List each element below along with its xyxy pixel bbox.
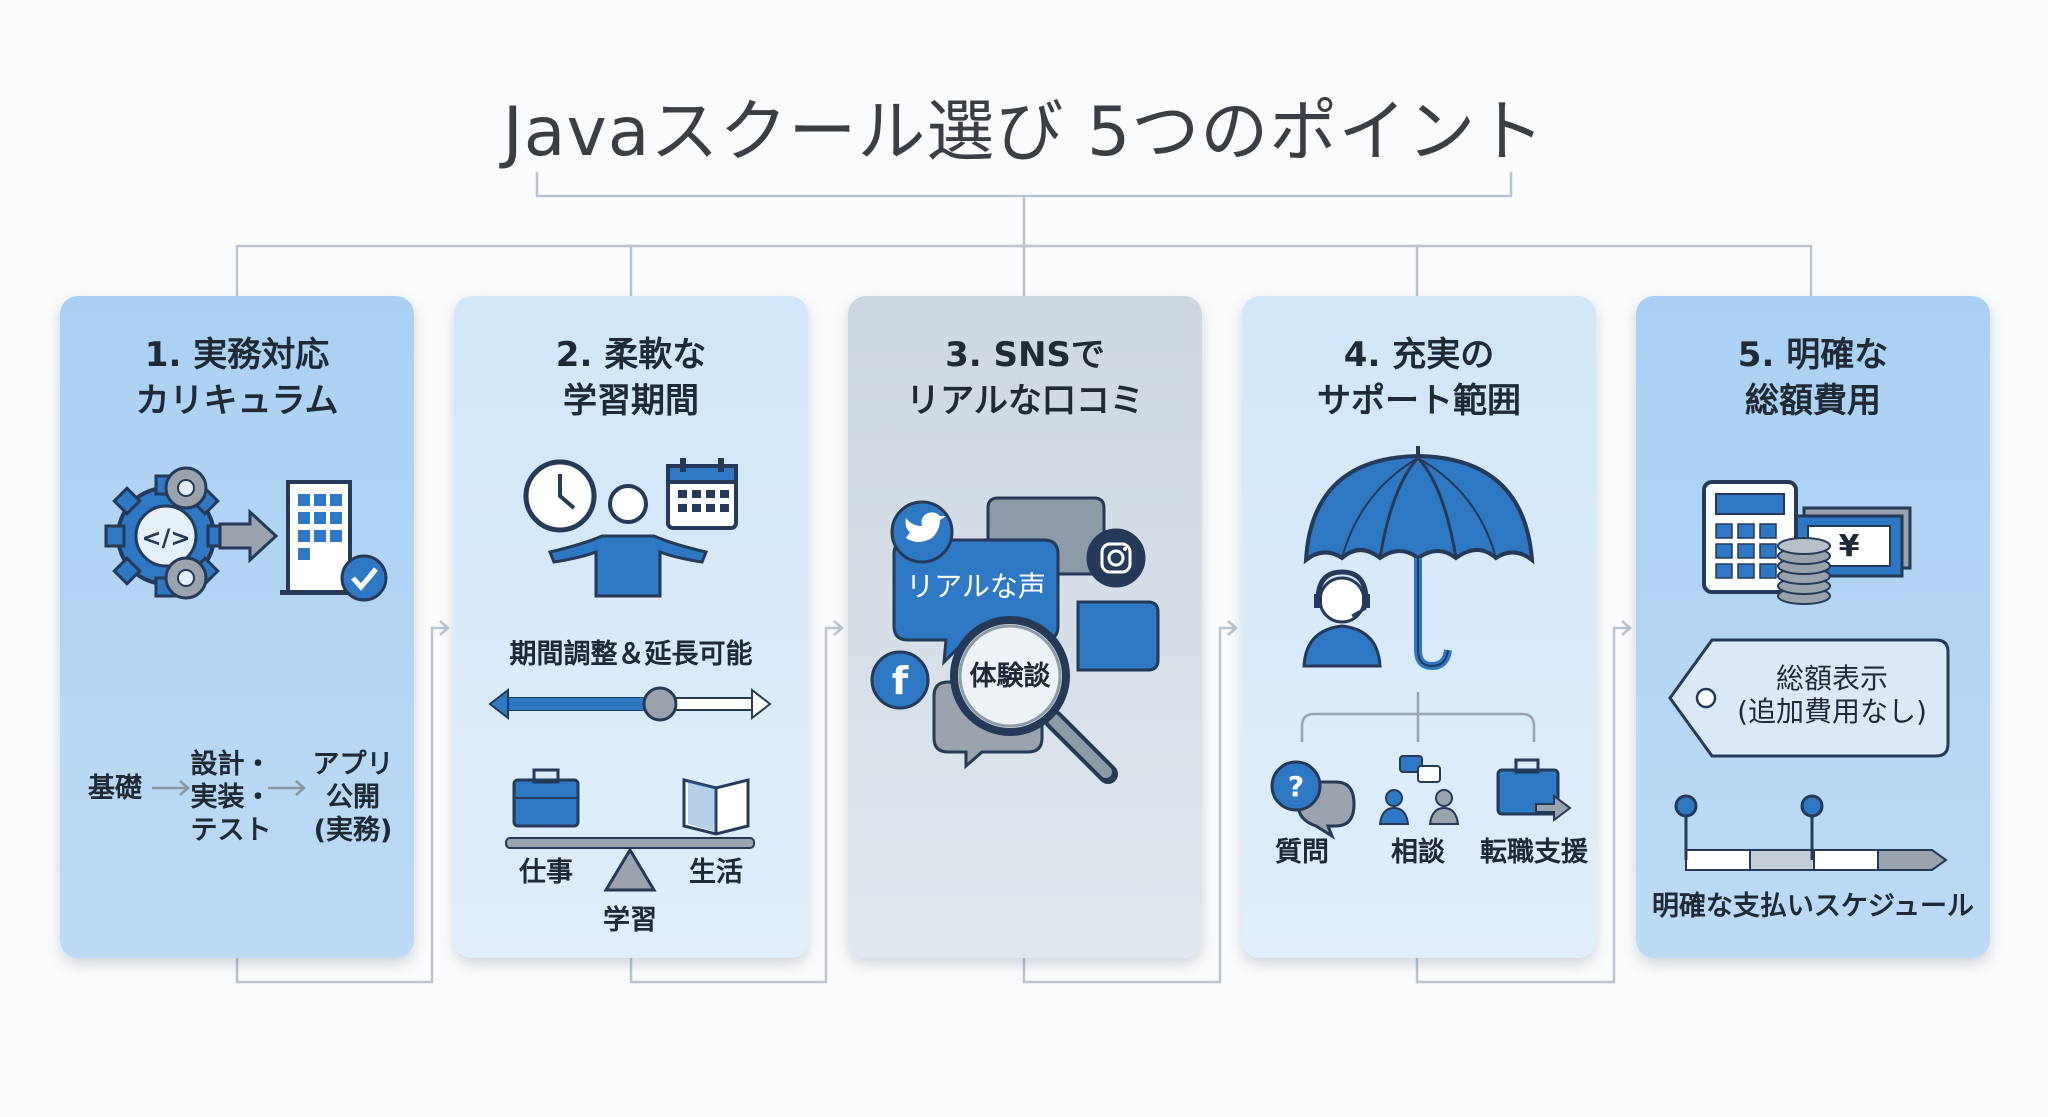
sns-illustration: f [870, 496, 1160, 784]
support-agent-icon [1302, 569, 1382, 668]
page-title: Javaスクール選び 5つのポイント [502, 93, 1546, 172]
building-icon [280, 480, 358, 595]
price-tag-text: 総額表示 (追加費用なし) [1716, 662, 1948, 728]
slider-icon [488, 686, 772, 722]
calculator-icon [1702, 480, 1798, 594]
arrow-right-icon [218, 508, 279, 564]
step-design: 設計・ 実装・ テスト [188, 748, 274, 847]
step-release-label-3: (実務) [313, 815, 393, 846]
step-basics: 基礎 [80, 772, 150, 805]
card-support: 4. 充実の サポート範囲 ? [1242, 296, 1596, 958]
balance-right-label: 生活 [689, 857, 743, 888]
schedule-timeline-icon [1674, 794, 1948, 871]
card-title-line1: 4. 充実の [1343, 335, 1495, 375]
card-title-line1: 3. SNSで [945, 335, 1105, 375]
card-title: 4. 充実の サポート範囲 [1242, 332, 1596, 424]
card-study-period: 2. 柔軟な 学習期間 [454, 296, 808, 958]
step-design-label-3: テスト [190, 815, 272, 846]
study-period-illustration [488, 458, 772, 892]
briefcase-icon [512, 768, 580, 828]
question-bubble-icon: ? [1270, 760, 1356, 840]
price-tag-line2: (追加費用なし) [1737, 695, 1927, 728]
card-title-line2: サポート範囲 [1317, 381, 1521, 421]
card-title: 2. 柔軟な 学習期間 [454, 332, 808, 424]
support-illustration: ? [1270, 446, 1572, 840]
seesaw-icon [505, 837, 755, 892]
twitter-icon [890, 500, 954, 564]
lens-text: 体験談 [969, 661, 1051, 692]
svg-text:</>: </> [142, 524, 191, 552]
card-title-line1: 1. 実務対応 [144, 335, 330, 375]
card-title: 5. 明確な 総額費用 [1636, 332, 1990, 424]
person-icon [547, 484, 709, 598]
card-title-line1: 5. 明確な [1737, 335, 1889, 375]
support-label-consult: 相談 [1391, 837, 1445, 868]
step-release-label-1: アプリ [312, 749, 394, 780]
bubble-text: リアルな声 [906, 570, 1046, 603]
gear-code-icon: </> [104, 466, 228, 600]
svg-text:f: f [892, 659, 909, 703]
step-design-label-2: 実装・ [190, 782, 272, 813]
card-curriculum: 1. 実務対応 カリキュラム </> [60, 296, 414, 958]
support-label-question: 質問 [1275, 837, 1329, 868]
schedule-label: 明確な支払いスケジュール [1651, 891, 1975, 922]
book-icon [682, 778, 750, 836]
card-title-line2: 学習期間 [563, 381, 699, 421]
check-badge-icon [340, 554, 388, 602]
clock-icon [523, 459, 597, 533]
career-briefcase-icon [1496, 758, 1572, 822]
support-label-career: 転職支援 [1480, 837, 1588, 868]
cost-illustration [1668, 480, 1950, 871]
instagram-icon [1086, 528, 1146, 588]
step-release: アプリ 公開 (実務) [308, 748, 398, 847]
umbrella-icon [1303, 446, 1535, 671]
card-total-cost: 5. 明確な 総額費用 [1636, 296, 1990, 958]
card-title-line1: 2. 柔軟な [555, 335, 707, 375]
consult-group-icon [1378, 755, 1460, 825]
calendar-icon [666, 458, 738, 530]
step-design-label-1: 設計・ [190, 749, 272, 780]
card-title-line2: 総額費用 [1745, 381, 1881, 421]
facebook-icon: f [870, 650, 930, 710]
coins-icon [1777, 537, 1831, 605]
banknote-symbol: ¥ [1838, 529, 1860, 564]
price-tag-line1: 総額表示 [1775, 662, 1888, 695]
step-basics-label: 基礎 [88, 773, 142, 804]
step-release-label-2: 公開 [326, 782, 380, 813]
card-title: 1. 実務対応 カリキュラム [60, 332, 414, 424]
card-title-line2: カリキュラム [135, 381, 339, 421]
slider-label: 期間調整＆延長可能 [509, 639, 753, 670]
card-title: 3. SNSで リアルな口コミ [848, 332, 1202, 424]
curriculum-illustration: </> [104, 466, 388, 796]
balance-center-label: 学習 [603, 905, 657, 936]
card-sns-reviews: 3. SNSで リアルな口コミ f [848, 296, 1202, 958]
support-branch-lines [1300, 692, 1536, 742]
magnifier-icon [950, 616, 1118, 784]
balance-left-label: 仕事 [519, 857, 573, 888]
step-arrows [152, 780, 306, 796]
price-tag-icon [1668, 638, 1950, 758]
svg-text:?: ? [1288, 770, 1304, 803]
card-title-line2: リアルな口コミ [906, 381, 1144, 421]
